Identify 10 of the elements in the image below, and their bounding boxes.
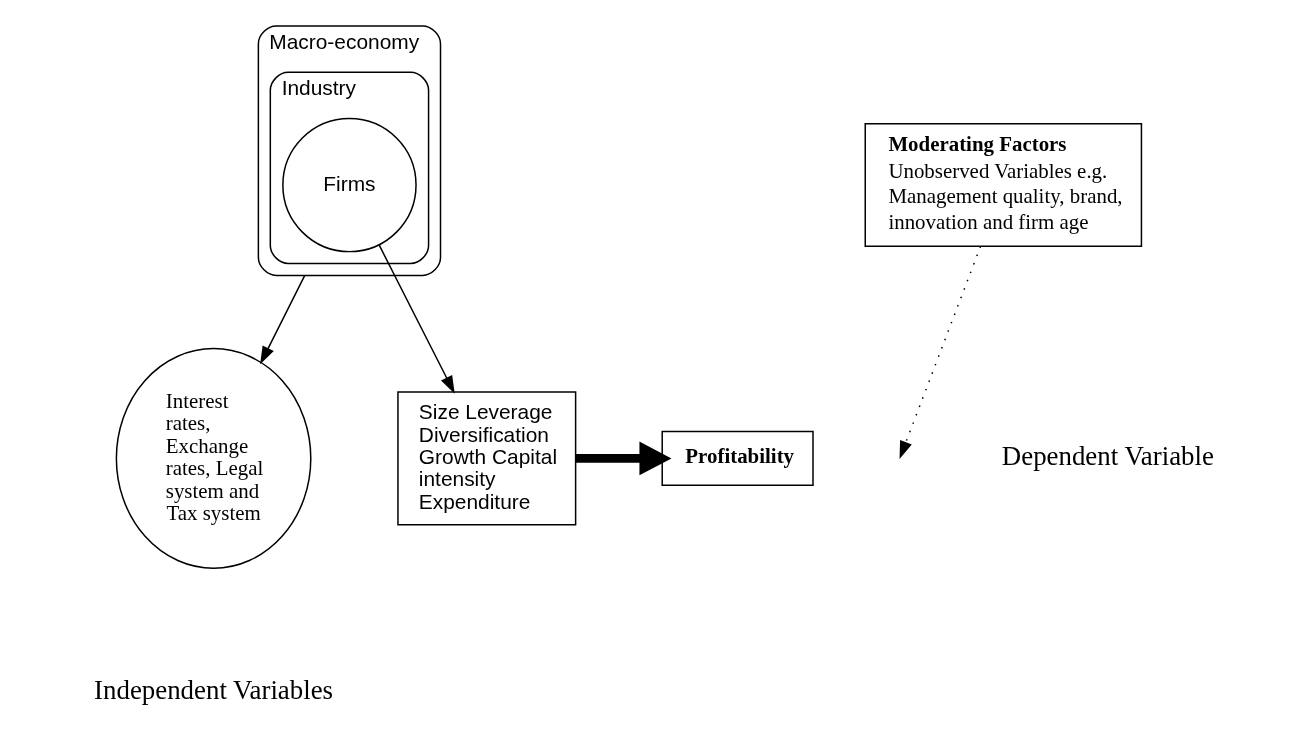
arrow [260, 274, 306, 365]
arrow [378, 244, 455, 394]
node-box: Profitability [661, 430, 814, 486]
label: Independent Variables [94, 674, 334, 705]
node-circle: Firms [282, 117, 417, 253]
arrow [575, 441, 672, 476]
node-box: Moderating Factors Unobserved Variables e.g. Management quality, brand, innovation and firm age [864, 123, 1143, 247]
arrow [899, 245, 982, 459]
label: Dependent Variable [1001, 440, 1214, 471]
node-box: Size Leverage Diversification Growth Capital intensity Expenditure [397, 391, 577, 526]
